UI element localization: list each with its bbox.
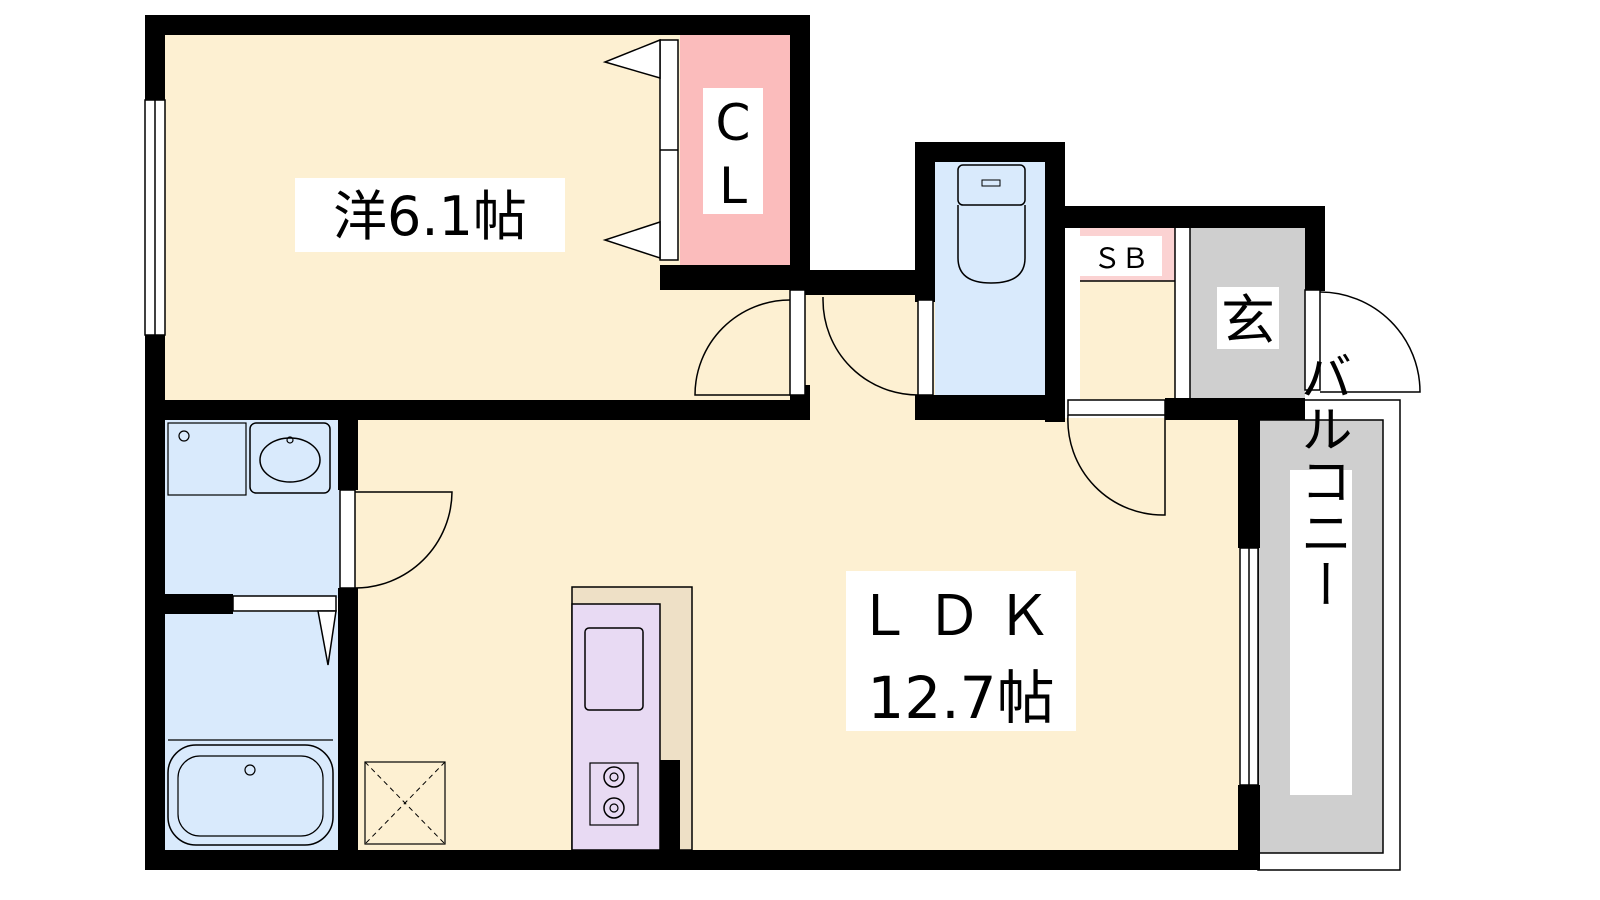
washbasin-counter	[249, 422, 331, 494]
toilet-floor	[935, 160, 1045, 400]
hallway-floor	[795, 290, 935, 420]
closet-label-line1: C	[716, 94, 751, 152]
bathtub-icon	[167, 744, 334, 846]
shoe-box-label: ＳＢ	[1093, 242, 1149, 275]
washroom-floor	[165, 420, 340, 598]
western-room-label: 洋6.1帖	[333, 185, 527, 248]
ldk-floor	[355, 418, 1260, 868]
window	[144, 99, 1259, 786]
walls	[145, 15, 1325, 870]
balcony-label: バルコニー	[1291, 350, 1351, 610]
stove-icon	[589, 762, 639, 826]
refrigerator-space-icon	[364, 761, 446, 845]
sink-icon	[584, 627, 644, 711]
bathroom-floor	[165, 612, 340, 850]
ldk-label-line2: 12.7帖	[867, 664, 1054, 732]
kitchen-unit	[571, 603, 661, 851]
drain-icon	[178, 430, 190, 442]
burner-icon	[603, 766, 625, 788]
kitchen-wall	[660, 760, 680, 850]
burner-icon	[603, 797, 625, 819]
closet-door	[602, 38, 679, 261]
entrance-label: 玄	[1221, 289, 1275, 352]
closet-label-line2: L	[719, 157, 747, 215]
washing-machine-space	[167, 422, 247, 496]
burner-icon	[609, 803, 619, 813]
ldk-label-line1: ＬＤＫ	[856, 584, 1066, 649]
toilet-tank-icon	[957, 164, 1026, 206]
burner-icon	[609, 772, 619, 782]
washbasin-icon	[259, 437, 321, 483]
door-swing	[232, 289, 1421, 666]
toilet-bowl-icon	[957, 205, 1026, 284]
